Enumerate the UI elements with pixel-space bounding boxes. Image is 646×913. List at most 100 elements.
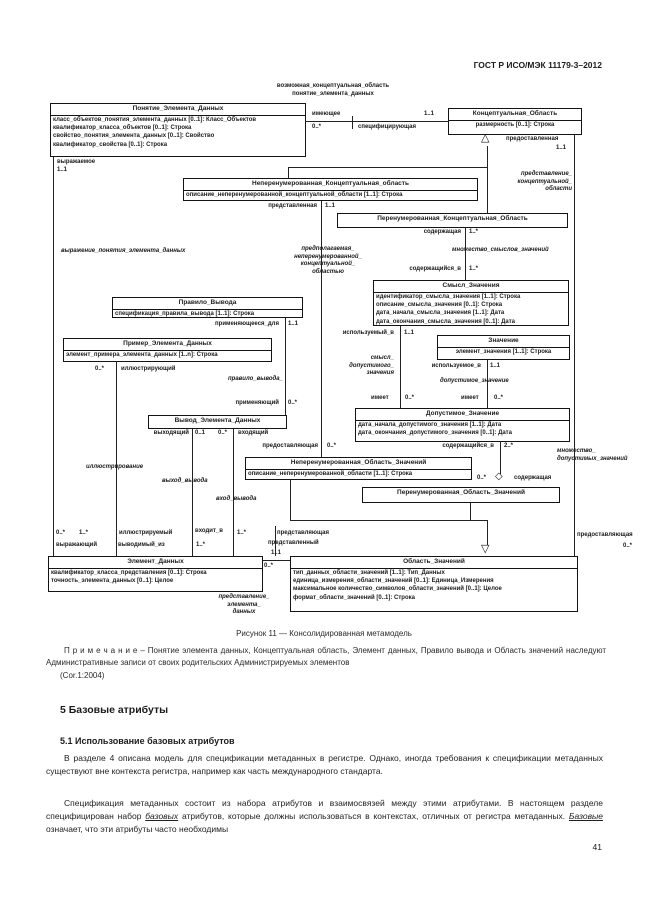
note-label: П р и м е ч а н и е xyxy=(64,646,138,655)
assoc-name: допустимое_значение xyxy=(440,378,509,384)
cardinality: 1..1 xyxy=(490,363,501,369)
role-label: представленная xyxy=(268,203,317,209)
cardinality: 1..1 xyxy=(556,145,567,151)
class-title: Концептуальная_Область xyxy=(449,109,581,121)
aggregation-diamond-icon: ◇ xyxy=(495,471,503,482)
class-title: Вывод_Элемента_Данных xyxy=(174,417,261,424)
connector-tick xyxy=(352,116,353,129)
role-label: входит_в xyxy=(195,528,223,534)
class-box-value: Значение элемент_значения [1..1]: Строка xyxy=(437,335,570,360)
cardinality: 0..* xyxy=(288,400,298,406)
cardinality: 2..* xyxy=(504,443,514,449)
page-number: 41 xyxy=(592,842,602,852)
class-title: Элемент_Данных xyxy=(49,557,262,569)
class-attr: элемент_примера_элемента_данных [1..n]: … xyxy=(66,351,218,358)
cardinality: 1..* xyxy=(469,266,479,272)
assoc-name: множество_смыслов_значений xyxy=(452,247,549,253)
class-title: Пример_Элемента_Данных xyxy=(64,339,271,351)
cardinality: 0..* xyxy=(56,530,66,536)
class-attr: квалификатор_класса_представления [0..1]… xyxy=(51,569,207,576)
assoc-name: предполагаемая_неперенумерованной_концеп… xyxy=(294,246,362,275)
class-box-data-element: Элемент_Данных квалификатор_класса_предс… xyxy=(48,556,263,592)
emphasized-term: базовых xyxy=(145,811,179,822)
connector-line xyxy=(400,326,401,408)
connector-line xyxy=(321,201,322,457)
connector-line xyxy=(116,362,117,556)
cardinality: 1..* xyxy=(79,530,89,536)
cardinality: 0..* xyxy=(477,475,487,481)
assoc-name: смысл_допустимого_значения xyxy=(349,355,394,377)
role-label: выражающий xyxy=(56,542,98,548)
generalization-line xyxy=(487,146,488,213)
role-label: иллюстрирующий xyxy=(121,366,176,372)
cardinality: 0..* xyxy=(312,124,322,130)
class-attr: описание_неперенумерованной_области [1..… xyxy=(248,470,413,477)
connector-line xyxy=(192,429,193,556)
paragraph-segment: означает, что эти атрибуты часто необход… xyxy=(46,824,229,835)
connector-line xyxy=(305,121,448,122)
class-attr: описание_неперенумерованной_концептуальн… xyxy=(186,191,403,198)
role-label: используемый_в xyxy=(342,330,394,336)
assoc-name: представление_концептуальной_области xyxy=(517,171,573,193)
role-label: входящий xyxy=(238,430,269,436)
role-label: выходящий xyxy=(153,430,189,436)
cardinality: 1..1 xyxy=(424,111,435,117)
assoc-name: выражение_понятия_элемента_данных xyxy=(61,248,186,254)
generalization-triangle-icon: ▽ xyxy=(481,543,490,555)
cardinality: 0..* xyxy=(327,443,337,449)
generalization-line xyxy=(288,167,289,178)
body-paragraph: Спецификация метаданных состоит из набор… xyxy=(46,797,603,837)
class-box-derivation-rule: Правило_Вывода спецификация_правила_выво… xyxy=(112,297,303,318)
role-label: содержащая xyxy=(514,475,552,481)
assoc-name: правило_вывода_ xyxy=(228,376,283,382)
assoc-name: понятие_элемента_данных xyxy=(292,91,374,97)
class-box-data-element-derivation: Вывод_Элемента_Данных xyxy=(148,415,287,429)
subsection-heading: 5.1 Использование базовых атрибутов xyxy=(60,736,235,746)
generalization-line xyxy=(290,520,487,521)
section-heading: 5 Базовые атрибуты xyxy=(60,704,169,716)
role-label: предоставленная xyxy=(506,136,559,142)
role-label: содержащийся_в xyxy=(442,443,494,449)
assoc-name: возможная_концептуальная_область xyxy=(276,83,390,89)
assoc-name: представление_элемента_данных xyxy=(218,594,270,616)
class-box-non-enumerated-value-domain: Неперенумерованная_Область_Значений опис… xyxy=(245,457,472,480)
note-reference: (Cor.1:2004) xyxy=(60,670,105,680)
cardinality: 0..* xyxy=(623,543,633,549)
class-attr: максимальное количество_символов_области… xyxy=(293,586,502,593)
cardinality: 1..1 xyxy=(271,550,282,556)
class-box-value-meaning: Смысл_Значения идентификатор_смысла_знач… xyxy=(373,280,569,326)
generalization-line xyxy=(470,503,471,520)
role-label: имеет xyxy=(461,395,479,401)
class-attr: дата_начала_допустимого_значения [1..1]:… xyxy=(358,421,502,428)
cardinality: 0..* xyxy=(494,395,504,401)
body-paragraph: В разделе 4 описана модель для специфика… xyxy=(46,753,603,777)
class-attr: дата_окончания_смысла_значения [0..1]: Д… xyxy=(376,318,515,325)
class-attr: спецификация_правила_вывода [1..1]: Стро… xyxy=(115,310,255,317)
class-attr: дата_окончания_допустимого_значения [0..… xyxy=(358,429,512,436)
connector-line xyxy=(233,429,234,556)
role-label: иллюстрируемый xyxy=(119,530,173,536)
role-label: предоставляющая xyxy=(577,532,633,538)
role-label: содержащийся_в xyxy=(409,266,461,272)
class-attr: описание_смысла_значения [0..1]: Строка xyxy=(376,301,503,308)
generalization-line xyxy=(288,167,487,168)
assoc-name: множество_допустимых_значений xyxy=(557,448,628,462)
generalization-line xyxy=(290,480,291,520)
connector-line xyxy=(263,560,290,561)
class-box-value-domain: Область_Значений тип_данных_области_знач… xyxy=(290,556,578,612)
connector-line xyxy=(285,318,286,415)
class-title: Неперенумерованная_Область_Значений xyxy=(246,458,471,470)
cardinality: 0..* xyxy=(264,563,274,569)
paragraph-segment: атрибутов, которые должны использоваться… xyxy=(178,811,569,822)
connector-line xyxy=(465,228,466,280)
cardinality: 1..* xyxy=(469,229,479,235)
class-box-permissible-value: Допустимое_Значение дата_начала_допустим… xyxy=(355,408,570,442)
paragraph-segment: Спецификация метаданных состоит из набор… xyxy=(46,798,603,822)
figure-caption: Рисунок 11 — Консолидированная метамодел… xyxy=(236,629,412,638)
role-label: выводимый_из xyxy=(118,542,165,548)
role-label: содержащая xyxy=(423,229,461,235)
class-title: Понятие_Элемента_Данных xyxy=(51,104,305,116)
doc-header-code: ГОСТ Р ИСО/МЭК 11179-3–2012 xyxy=(473,60,602,70)
note-paragraph: П р и м е ч а н и е – Понятие элемента д… xyxy=(46,645,606,682)
